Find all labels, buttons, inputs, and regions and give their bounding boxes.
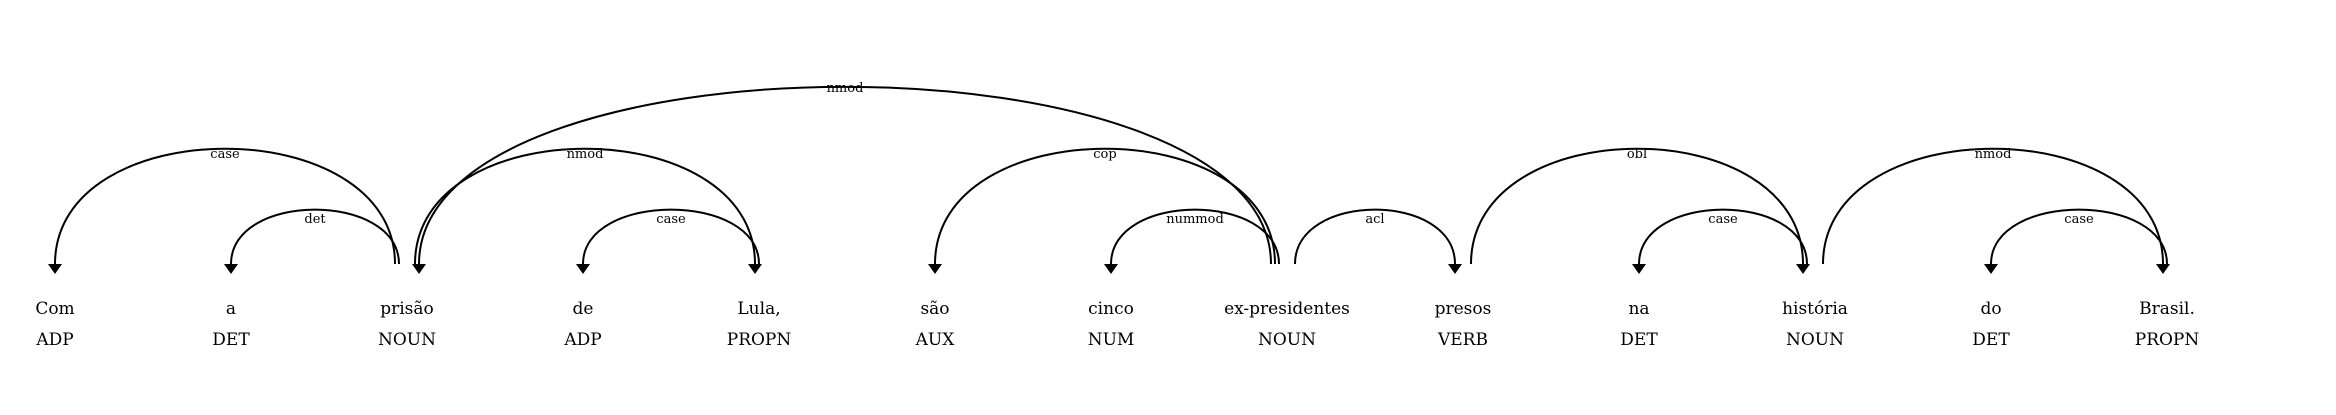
dependency-arc-case xyxy=(1990,208,2168,265)
token-pos-tag: VERB xyxy=(1437,330,1488,350)
token-word: a xyxy=(226,299,236,319)
arc-label: case xyxy=(1708,212,1738,227)
token-word: de xyxy=(573,299,594,319)
token-pos-tag: NOUN xyxy=(378,330,436,350)
arc-label: case xyxy=(210,147,240,162)
arrowhead-icon xyxy=(928,264,942,274)
token-word: história xyxy=(1782,299,1848,319)
dependency-arc-cop xyxy=(934,147,1276,265)
arrowhead-icon xyxy=(48,264,62,274)
arrowhead-icon xyxy=(1796,264,1810,274)
token-pos-tag: NUM xyxy=(1088,330,1135,350)
arc-label: acl xyxy=(1365,212,1384,227)
token-pos-tag: AUX xyxy=(915,330,956,350)
token-word: na xyxy=(1628,299,1649,319)
token-pos-tag: PROPN xyxy=(727,330,792,350)
dependency-arc-obl xyxy=(1470,147,1804,265)
dependency-arc-nmod xyxy=(1822,147,2164,265)
token-pos-tag: DET xyxy=(1620,330,1658,350)
token-word: cinco xyxy=(1088,299,1134,319)
dependency-arc-nmod xyxy=(414,147,756,265)
dependency-arc-det xyxy=(230,208,400,265)
token-word: são xyxy=(920,299,949,319)
dependency-arc-nmod xyxy=(418,85,1272,265)
arrowhead-icon xyxy=(1984,264,1998,274)
token: Lula, PROPN xyxy=(727,299,792,350)
token-pos-tag: DET xyxy=(1972,330,2010,350)
arc-label: det xyxy=(304,212,326,227)
arc-labels-layer: case det nmod case nmod cop nummod acl obl case nm… xyxy=(210,81,2094,227)
token-word: Com xyxy=(35,299,74,319)
token-word: Lula, xyxy=(737,299,780,319)
arrowhead-icon xyxy=(1632,264,1646,274)
arrowhead-icon xyxy=(576,264,590,274)
token-word: presos xyxy=(1435,299,1492,319)
arc-label: nummod xyxy=(1166,212,1224,227)
token-word: do xyxy=(1980,299,2001,319)
token-word: Brasil. xyxy=(2139,299,2195,319)
arrowhead-icon xyxy=(2156,264,2170,274)
token-pos-tag: NOUN xyxy=(1786,330,1844,350)
arc-label: case xyxy=(2064,212,2094,227)
token: Brasil. PROPN xyxy=(2135,299,2200,350)
token-pos-tag: DET xyxy=(212,330,250,350)
token-pos-tag: PROPN xyxy=(2135,330,2200,350)
dependency-arc-case xyxy=(1638,208,1808,265)
dependency-arc-nummod xyxy=(1110,208,1280,265)
token-word: ex-presidentes xyxy=(1224,299,1350,319)
arrowhead-icon xyxy=(412,264,426,274)
arcs-layer xyxy=(48,85,2170,274)
arrowhead-icon xyxy=(1104,264,1118,274)
token-pos-tag: ADP xyxy=(35,330,73,350)
arc-label: nmod xyxy=(567,147,604,162)
arrowhead-icon xyxy=(1448,264,1462,274)
token-word: prisão xyxy=(380,299,434,319)
arc-label: nmod xyxy=(1975,147,2012,162)
arrowhead-icon xyxy=(224,264,238,274)
arc-label: nmod xyxy=(827,81,864,96)
arc-label: case xyxy=(656,212,686,227)
dependency-arc-case xyxy=(54,147,396,265)
dependency-arc-acl xyxy=(1294,208,1456,265)
arrowhead-icon xyxy=(748,264,762,274)
token-pos-tag: ADP xyxy=(563,330,601,350)
arc-label: cop xyxy=(1093,147,1116,162)
arc-label: obl xyxy=(1627,147,1647,162)
token-pos-tag: NOUN xyxy=(1258,330,1316,350)
dependency-arc-case xyxy=(582,208,760,265)
